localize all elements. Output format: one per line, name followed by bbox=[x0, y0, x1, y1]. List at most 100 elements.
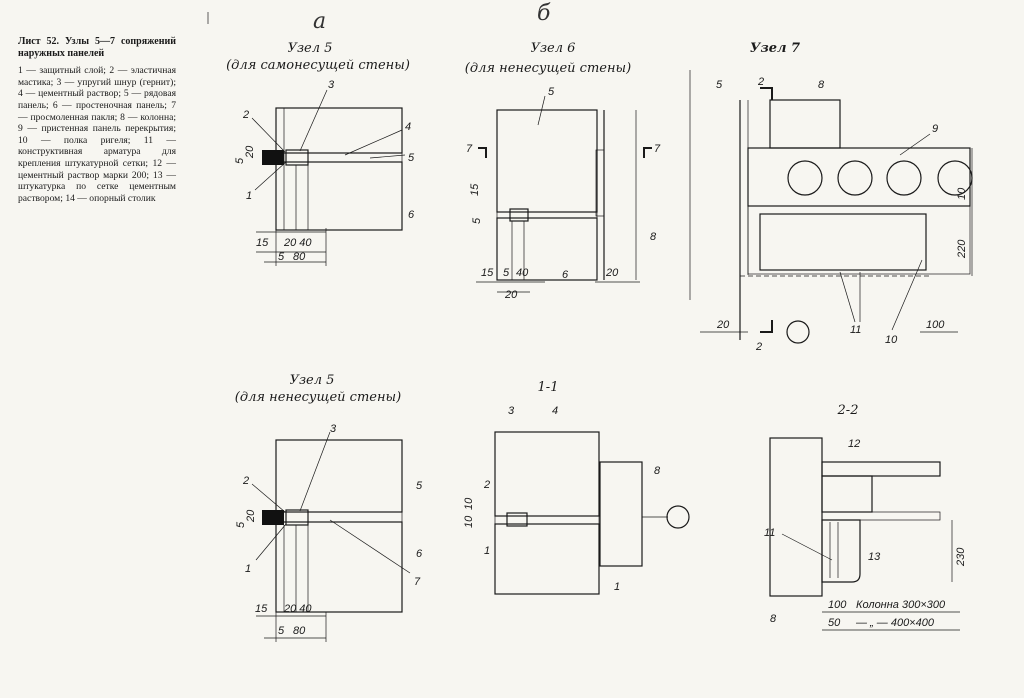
crossbar-shelf-10 bbox=[759, 213, 927, 271]
reference-circle bbox=[666, 505, 690, 529]
s11-label-1: 1 bbox=[484, 545, 490, 557]
n7-label-8: 8 bbox=[818, 79, 825, 91]
sealing-cord bbox=[509, 208, 529, 222]
handwritten-a: а bbox=[313, 9, 326, 34]
n5b-dim-5: 5 bbox=[235, 521, 247, 528]
node6-non-load-bearing: Узел 6 (для ненесущей стены) 7 7 5 8 6 1… bbox=[465, 41, 661, 301]
node6-subtitle: (для ненесущей стены) bbox=[465, 61, 631, 76]
column-8 bbox=[769, 99, 841, 149]
legend-heading: Лист 52. Узлы 5—7 сопряжений наружных па… bbox=[18, 36, 176, 59]
n5b-label-3: 3 bbox=[330, 423, 337, 435]
floor-panel-9 bbox=[747, 147, 971, 207]
s22-column-400: — „ — 400×400 bbox=[855, 617, 935, 629]
n5b-label-7: 7 bbox=[414, 576, 421, 588]
n7-dim-220: 220 bbox=[956, 239, 968, 259]
node5-self-supporting: Узел 5 (для самонесущей стены) 2 1 3 4 5… bbox=[226, 41, 415, 266]
mortar-joint bbox=[496, 211, 598, 219]
n5a-label-1: 1 bbox=[246, 190, 252, 202]
n5b-dim-5b: 5 bbox=[278, 625, 285, 637]
joint bbox=[494, 515, 600, 525]
n5a-dim-5b: 5 bbox=[278, 251, 285, 263]
reference-circle bbox=[786, 320, 810, 344]
n6-dim-5v: 5 bbox=[471, 217, 483, 224]
lower-panel bbox=[494, 523, 600, 595]
n6-dim-15v: 15 bbox=[469, 183, 481, 196]
n5b-label-2: 2 bbox=[242, 475, 249, 487]
node6-title: Узел 6 bbox=[531, 41, 576, 56]
sealing-cord-3 bbox=[285, 509, 309, 526]
n6-label-7-left: 7 bbox=[466, 143, 473, 155]
section-2-2: 2-2 12 11 13 8 230 100 50 Колонна 300×30… bbox=[764, 403, 967, 631]
mastic-2 bbox=[262, 150, 284, 165]
node7-title: Узел 7 bbox=[750, 41, 800, 56]
n5a-dim-5: 5 bbox=[234, 157, 246, 164]
upper-panel bbox=[494, 431, 600, 517]
sealing-cord bbox=[506, 512, 528, 527]
oakum-7 bbox=[275, 511, 403, 523]
n5b-label-6: 6 bbox=[416, 548, 423, 560]
s22-label-11: 11 bbox=[764, 527, 775, 539]
n6-dim-15: 15 bbox=[481, 267, 494, 279]
node5-non-load-bearing: Узел 5 (для ненесущей стены) 2 1 3 5 6 7… bbox=[235, 373, 423, 642]
floor-slab bbox=[821, 461, 941, 477]
n5b-label-1: 1 bbox=[245, 563, 251, 575]
s11-label-8: 8 bbox=[654, 465, 661, 477]
node5b-title: Узел 5 bbox=[290, 373, 335, 388]
s11-title: 1-1 bbox=[538, 380, 559, 395]
crossbar-shelf bbox=[821, 511, 941, 521]
handwritten-b: б bbox=[537, 1, 551, 26]
column-8 bbox=[599, 461, 643, 567]
n7-label-10: 10 bbox=[885, 334, 898, 346]
s22-dim-100: 100 bbox=[828, 599, 847, 611]
n5a-dim-80: 80 bbox=[293, 251, 306, 263]
s22-dim-50: 50 bbox=[828, 617, 841, 629]
n7-label-9: 9 bbox=[932, 123, 938, 135]
s22-label-12: 12 bbox=[848, 438, 860, 450]
legend: Лист 52. Узлы 5—7 сопряжений наружных па… bbox=[18, 36, 176, 204]
s22-label-8: 8 bbox=[770, 613, 777, 625]
n7-label-5: 5 bbox=[716, 79, 723, 91]
n5b-dim-80: 80 bbox=[293, 625, 306, 637]
n5a-label-3: 3 bbox=[328, 79, 335, 91]
n5a-label-4: 4 bbox=[405, 121, 411, 133]
mortar-12 bbox=[821, 475, 873, 513]
s11-label-3: 3 bbox=[508, 405, 515, 417]
node5a-subtitle: (для самонесущей стены) bbox=[226, 58, 410, 73]
s11-label-1b: 1 bbox=[614, 581, 620, 593]
n5b-dim-20: 20 bbox=[245, 509, 257, 523]
n6-dim-20b: 20 bbox=[504, 289, 518, 301]
panel-5-upper bbox=[496, 109, 598, 213]
n6-label-6: 6 bbox=[562, 269, 569, 281]
panel-5-upper bbox=[275, 107, 403, 154]
mastic-2 bbox=[262, 510, 284, 525]
n7-dim-20: 20 bbox=[716, 319, 730, 331]
sealing-cord-3 bbox=[285, 149, 309, 166]
n6-label-8: 8 bbox=[650, 231, 657, 243]
n5a-dim-20: 20 bbox=[244, 145, 256, 159]
n7-label-11: 11 bbox=[850, 324, 861, 336]
n5b-dim-2040: 20 40 bbox=[283, 603, 312, 615]
n5a-label-5: 5 bbox=[408, 152, 415, 164]
n6-dim-40: 40 bbox=[516, 267, 529, 279]
section-1-1: 1-1 3 4 2 1 8 1 10 10 bbox=[463, 380, 690, 595]
s11-dim-10: 10 bbox=[463, 515, 475, 528]
panel-6-lower bbox=[275, 161, 403, 231]
mortar-joint-4 bbox=[275, 152, 403, 163]
s22-dim-230: 230 bbox=[955, 547, 967, 567]
panel-6-lower bbox=[275, 521, 403, 613]
node7: Узел 7 2 2 5 8 9 11 10 10 220 20 100 bbox=[689, 41, 973, 353]
n6-dim-5: 5 bbox=[503, 267, 510, 279]
legend-text: 1 — защитный слой; 2 — эластичная мастик… bbox=[18, 65, 176, 204]
n5b-dim-15: 15 bbox=[255, 603, 268, 615]
s11-label-2: 2 bbox=[483, 479, 490, 491]
n7-label-2-top: 2 bbox=[757, 76, 764, 88]
n6-label-7-right: 7 bbox=[654, 143, 661, 155]
column-8 bbox=[769, 437, 823, 597]
n7-dim-100: 100 bbox=[926, 319, 945, 331]
node5a-title: Узел 5 bbox=[288, 41, 333, 56]
node5b-subtitle: (для ненесущей стены) bbox=[235, 390, 401, 405]
n6-dim-20: 20 bbox=[605, 267, 619, 279]
n5a-label-6: 6 bbox=[408, 209, 415, 221]
s11-label-4: 4 bbox=[552, 405, 558, 417]
